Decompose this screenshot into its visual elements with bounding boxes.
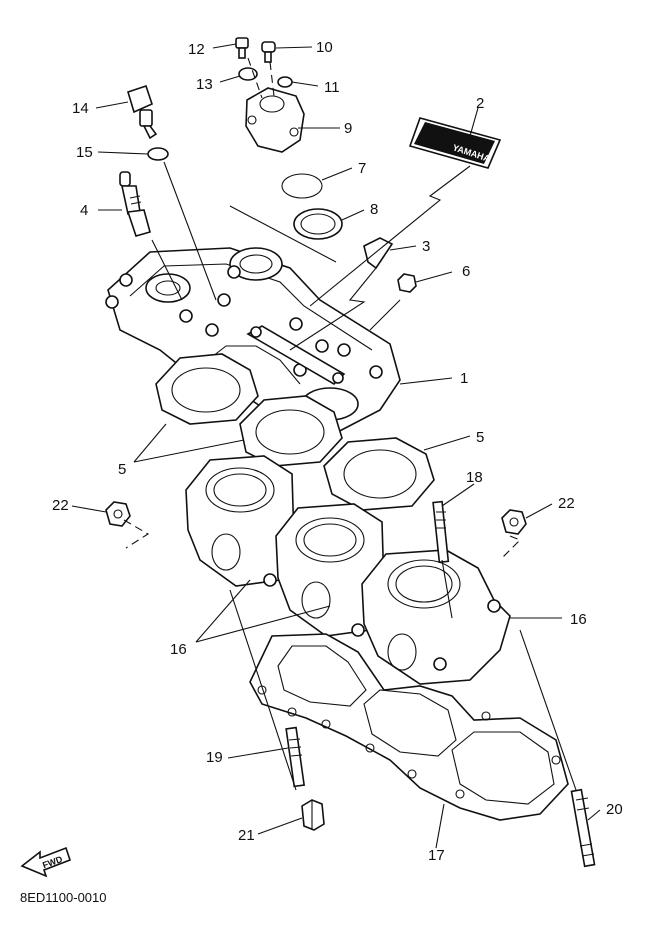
- fwd-arrow-icon: FWD: [20, 846, 72, 878]
- part-number-labels: 12 10 13 11 2 14 9 15 7 4 8 3 6 1 5 5 18…: [52, 39, 623, 864]
- assembly-guide-lines: [123, 57, 577, 830]
- spark-plug-part-4: [119, 171, 151, 237]
- part-number-4: 4: [80, 202, 88, 219]
- stud-bolt-part-20: [570, 788, 596, 868]
- part-number-10: 10: [316, 39, 333, 56]
- base-gasket-part-17: [249, 633, 569, 821]
- part-number-18: 18: [466, 469, 483, 486]
- part-number-14: 14: [72, 100, 89, 117]
- leader-lines: [71, 43, 601, 849]
- nut-part-22-left: [105, 501, 131, 527]
- thermostat-part-8: [293, 208, 343, 240]
- part-number-9: 9: [344, 120, 352, 137]
- figure-code: 8ED1100-0010: [20, 890, 107, 905]
- bolt-part-12: [235, 37, 249, 59]
- part-number-2: 2: [476, 95, 484, 112]
- part-number-11: 11: [324, 79, 340, 96]
- part-number-16-left: 16: [170, 641, 187, 658]
- part-number-1: 1: [460, 370, 468, 387]
- washer-part-15: [147, 147, 169, 161]
- part-number-8: 8: [370, 201, 378, 218]
- cap-nut-part-21: [301, 799, 325, 831]
- nut-part-22-right: [501, 509, 527, 535]
- part-number-22-left: 22: [52, 497, 69, 514]
- part-number-17: 17: [428, 847, 445, 864]
- washer-part-11: [277, 76, 293, 88]
- bolt-part-10: [261, 41, 276, 63]
- part-number-12: 12: [188, 41, 205, 58]
- part-number-19: 19: [206, 749, 223, 766]
- part-number-3: 3: [422, 238, 430, 255]
- yamaha-decal-part-2: YAMAHA: [408, 117, 502, 169]
- cylinder-head-part-1: [105, 247, 401, 437]
- part-number-15: 15: [76, 144, 93, 161]
- part-number-6: 6: [462, 263, 470, 280]
- part-number-5-right: 5: [476, 429, 484, 446]
- cap-nut-part-6: [397, 273, 417, 293]
- stud-bolt-part-18: [432, 500, 450, 564]
- temperature-sensor-part-14: [127, 84, 158, 140]
- part-number-7: 7: [358, 160, 366, 177]
- part-number-5-left: 5: [118, 461, 126, 478]
- part-number-13: 13: [196, 76, 213, 93]
- thermostat-cover-part-9: [245, 87, 305, 153]
- cylinder-block-part-16: [185, 455, 511, 685]
- part-number-20: 20: [606, 801, 623, 818]
- washer-part-13: [238, 67, 258, 81]
- part-number-22-right: 22: [558, 495, 575, 512]
- part-number-21: 21: [238, 827, 255, 844]
- head-gasket-part-5: [155, 353, 435, 511]
- part-number-16-right: 16: [570, 611, 587, 628]
- stud-bolt-part-19: [285, 726, 306, 788]
- o-ring-part-7: [281, 173, 323, 199]
